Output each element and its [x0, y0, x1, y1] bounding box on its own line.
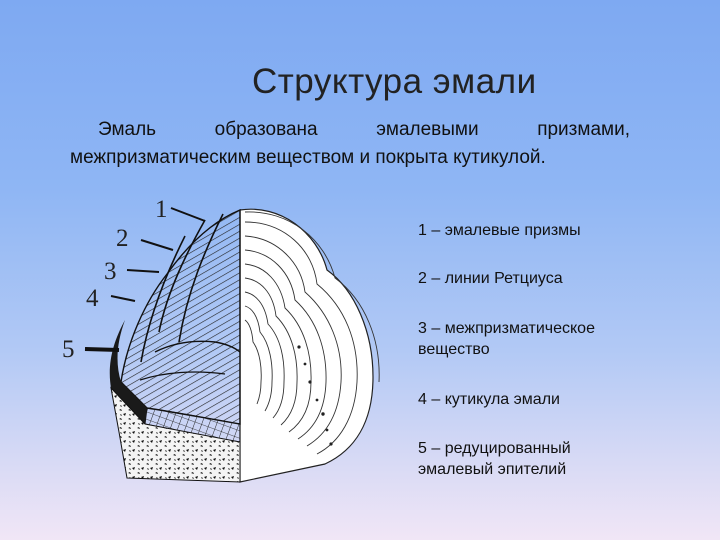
intro-paragraph: Эмаль образована эмалевыми призмами, меж…	[70, 116, 630, 172]
figure-number-1: 1	[155, 196, 168, 223]
intro-word: образована	[214, 119, 318, 140]
pointer-lines	[84, 207, 206, 352]
legend-item-text-cont: вещество	[418, 341, 490, 358]
legend-item-text-cont: эмалевый эпителий	[418, 461, 567, 478]
legend-item-5: 5 – редуцированный эмалевый эпителий	[418, 438, 688, 480]
enamel-prisms-region	[120, 208, 241, 425]
enamel-illustration	[84, 207, 380, 483]
legend-item-text: 1 – эмалевые призмы	[418, 222, 581, 239]
intro-line-2: межпризматическим веществом и покрыта ку…	[70, 147, 546, 168]
intro-line-1: Эмаль образована эмалевыми призмами,	[70, 116, 630, 144]
intro-word: эмалевыми	[376, 119, 479, 140]
figure-number-3: 3	[104, 258, 117, 285]
retzius-lines-region	[239, 208, 380, 483]
legend-item-1: 1 – эмалевые призмы	[418, 220, 688, 241]
intro-word: призмами,	[537, 119, 630, 140]
reduced-epithelium-region	[110, 386, 241, 483]
legend-item-3: 3 – межпризматическое вещество	[418, 318, 688, 360]
legend-item-4: 4 – кутикула эмали	[418, 389, 688, 410]
legend-item-2: 2 – линии Ретциуса	[418, 268, 688, 289]
legend-item-text: 4 – кутикула эмали	[418, 391, 560, 408]
figure-number-2: 2	[116, 225, 129, 252]
legend-item-text: 3 – межпризматическое	[418, 320, 595, 337]
intro-word: Эмаль	[98, 119, 157, 140]
slide-title: Структура эмали	[252, 62, 537, 101]
legend-item-text: 2 – линии Ретциуса	[418, 270, 563, 287]
figure-number-5: 5	[62, 336, 75, 363]
enamel-diagram	[55, 192, 400, 492]
legend-item-text: 5 – редуцированный	[418, 440, 571, 457]
figure-number-4: 4	[86, 285, 99, 312]
